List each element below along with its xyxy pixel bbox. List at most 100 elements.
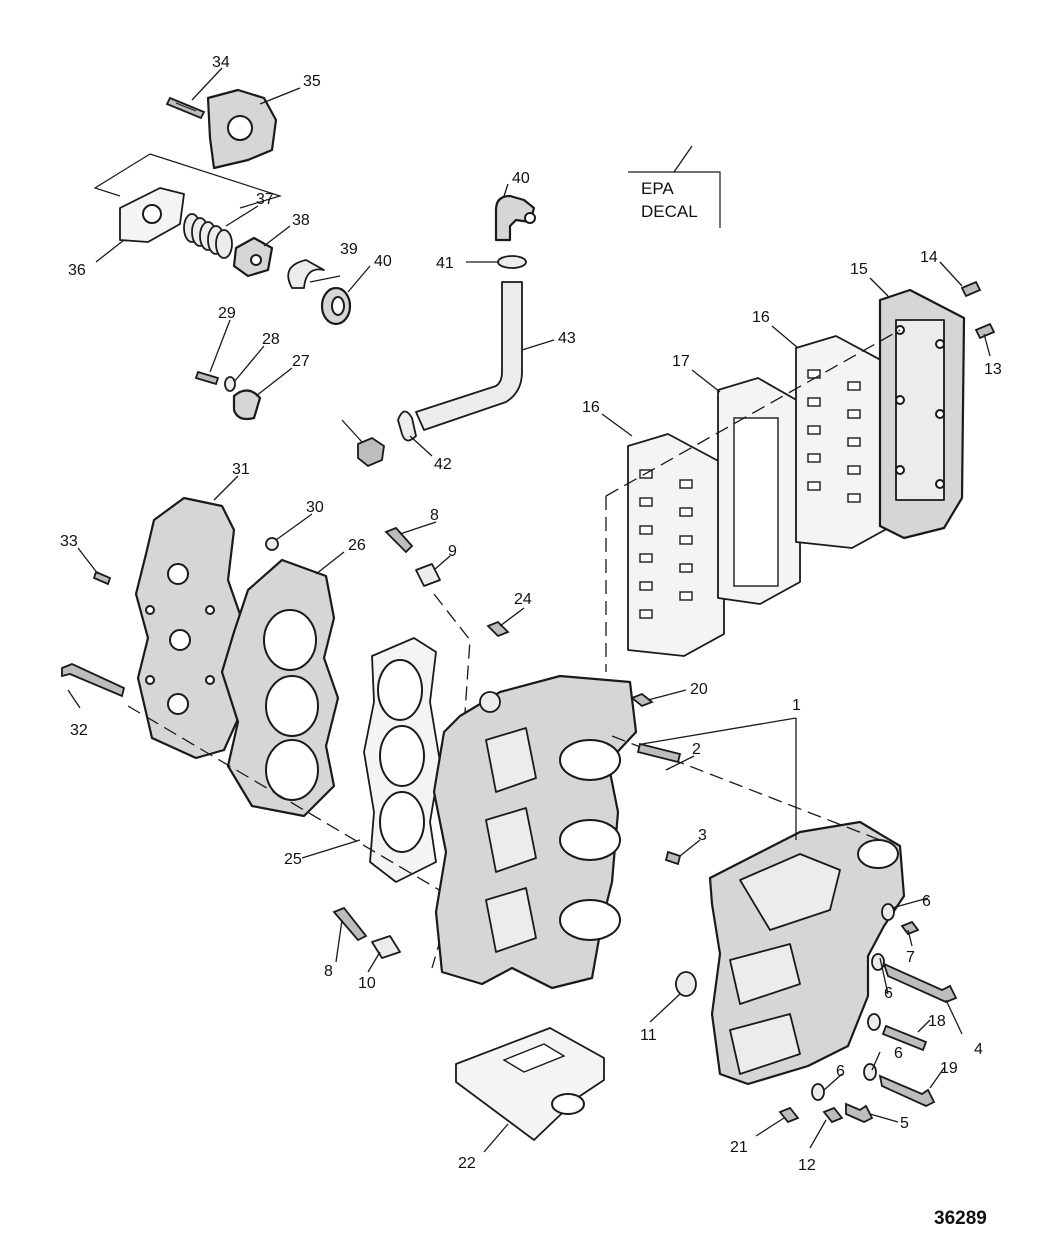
callout-32: 34 xyxy=(212,54,230,71)
bolt-8-lower xyxy=(332,906,368,942)
callout-6-b: 6 xyxy=(884,985,893,1002)
hose-41 xyxy=(415,281,523,431)
callout-13: 13 xyxy=(984,361,1002,378)
callout-20-upper: 20 xyxy=(690,681,708,698)
decal-line2: DECAL xyxy=(641,202,698,221)
callout-1: 1 xyxy=(792,697,801,714)
thermostat-group xyxy=(93,88,352,421)
callout-41: 43 xyxy=(558,330,576,347)
bolt-18 xyxy=(881,1024,928,1052)
cylinder-head-bosses xyxy=(145,563,215,715)
screw-20-lower xyxy=(778,1106,800,1124)
screw-31 xyxy=(92,570,112,586)
callout-11: 11 xyxy=(640,1027,657,1044)
gasket-16-left xyxy=(627,433,725,657)
callout-14: 14 xyxy=(920,249,938,266)
hardware xyxy=(61,526,958,1124)
callout-12: 12 xyxy=(798,1157,816,1174)
callout-labels: 34 35 36 37 38 39 40 29 28 27 40 41 43 4… xyxy=(60,54,1002,1174)
hose-group xyxy=(357,194,536,468)
callout-15: 15 xyxy=(850,261,868,278)
callout-34: 36 xyxy=(68,262,86,279)
stud-2 xyxy=(636,742,682,764)
callout-26: 28 xyxy=(262,331,280,348)
bracket-25 xyxy=(232,389,262,421)
screw-22 xyxy=(486,620,510,638)
cylinder-head-cover-29 xyxy=(134,496,244,760)
epa-decal: EPA DECAL xyxy=(628,171,721,228)
clip-37 xyxy=(287,259,325,289)
spring-35 xyxy=(183,213,233,259)
screw-27 xyxy=(194,370,220,386)
screw-32 xyxy=(165,96,206,120)
screw-14 xyxy=(960,280,982,298)
callout-21: 22 xyxy=(458,1155,476,1172)
cylinder-head-24-bores xyxy=(263,609,319,801)
washer-6-e xyxy=(811,1083,825,1101)
decal-line1: EPA xyxy=(641,179,674,198)
callout-19: 19 xyxy=(940,1060,958,1077)
bolt-30 xyxy=(61,663,126,698)
screw-12 xyxy=(822,1106,844,1124)
plug-11 xyxy=(675,971,697,997)
gasket-16-right xyxy=(795,335,893,549)
dowel-3 xyxy=(664,850,682,866)
diagram-code: 36289 xyxy=(934,1208,987,1229)
callout-5: 5 xyxy=(900,1115,909,1132)
callout-40-upper: 41 xyxy=(436,255,454,272)
callout-29: 31 xyxy=(232,461,250,478)
callout-33: 35 xyxy=(303,73,321,90)
screw-20-upper xyxy=(630,692,654,708)
callout-10: 10 xyxy=(358,975,376,992)
washer-6-b xyxy=(871,953,885,971)
callout-40-lower: 42 xyxy=(434,456,452,473)
head-gasket-23-bores xyxy=(377,659,425,853)
callout-30: 32 xyxy=(70,722,88,739)
callout-27: 29 xyxy=(218,305,236,322)
cylinder-block-assembly xyxy=(432,674,638,990)
sleeve-10 xyxy=(371,935,401,959)
screw-7 xyxy=(900,920,920,936)
callout-20-lower: 21 xyxy=(730,1139,748,1156)
callout-6-c: 6 xyxy=(894,1045,903,1062)
callout-18: 18 xyxy=(928,1013,946,1030)
callout-36: 38 xyxy=(292,212,310,229)
screw-13 xyxy=(974,322,996,340)
reed-plates-group xyxy=(605,280,996,672)
callout-7: 7 xyxy=(906,949,915,966)
callout-23: 25 xyxy=(284,851,302,868)
leader-lines xyxy=(67,67,991,1153)
callout-17: 17 xyxy=(672,353,690,370)
bolt-19 xyxy=(878,1074,936,1107)
plug-28 xyxy=(265,537,279,551)
hose-clamp-40-lower xyxy=(397,410,417,442)
crankcase-cover-assembly xyxy=(611,735,906,1086)
callout-37: 39 xyxy=(340,241,358,258)
hose-clamp-40-upper xyxy=(497,255,527,269)
callout-38: 40 xyxy=(374,253,392,270)
slots-16-right xyxy=(807,369,861,503)
callout-28: 30 xyxy=(306,499,324,516)
callout-8-upper: 8 xyxy=(430,507,439,524)
bolt-8-upper xyxy=(384,526,414,554)
gasket-21 xyxy=(455,1027,605,1141)
callout-3: 3 xyxy=(698,827,707,844)
callout-9: 9 xyxy=(448,543,457,560)
callout-16-right: 16 xyxy=(752,309,770,326)
washer-6-c xyxy=(867,1013,881,1031)
alignment-line-plates xyxy=(605,329,901,497)
callout-4: 4 xyxy=(974,1041,983,1058)
callout-6-a: 6 xyxy=(922,893,931,910)
callout-35: 37 xyxy=(256,191,274,208)
washer-26 xyxy=(224,376,236,392)
callout-8-lower: 8 xyxy=(324,963,333,980)
callout-31: 33 xyxy=(60,533,78,550)
callout-2: 2 xyxy=(692,741,701,758)
callout-39: 40 xyxy=(512,170,530,187)
callout-16-left: 16 xyxy=(582,399,600,416)
bolt-4 xyxy=(882,962,958,1003)
callout-24: 26 xyxy=(348,537,366,554)
callout-6-d: 6 xyxy=(836,1063,845,1080)
fitting-42 xyxy=(357,436,385,468)
